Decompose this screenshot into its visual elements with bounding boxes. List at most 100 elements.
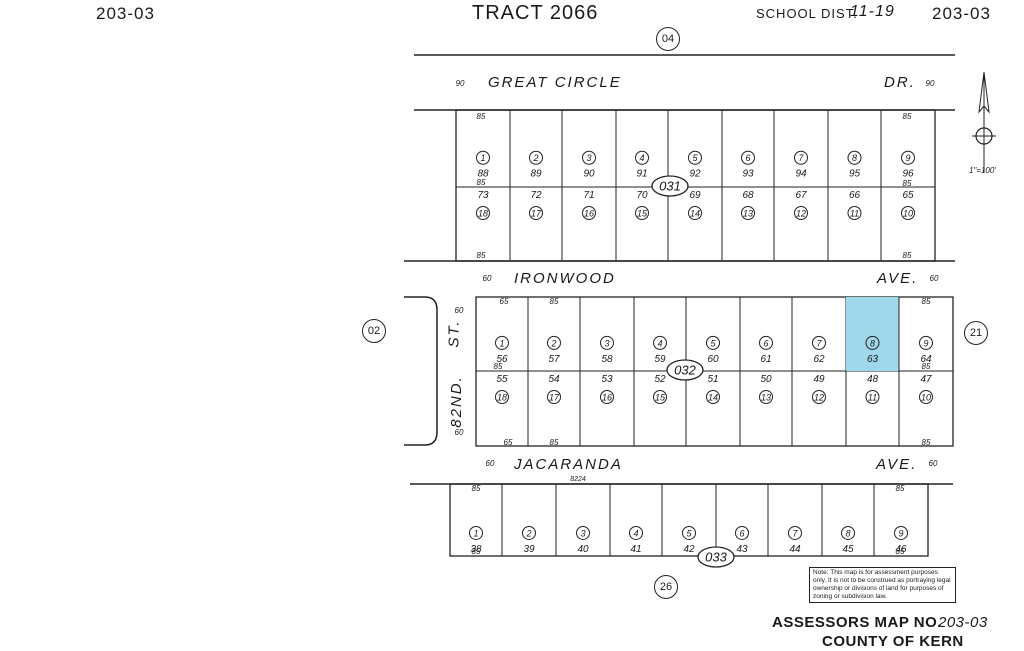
dim-85: 85 xyxy=(922,438,931,447)
apn-031-94: 94 xyxy=(795,169,807,180)
lot-031-10-circle xyxy=(901,206,915,220)
apn-033-45: 45 xyxy=(842,544,854,555)
lot-031-13-circle xyxy=(741,206,755,220)
apn-033-42: 42 xyxy=(683,544,695,555)
address-8224: 8224 xyxy=(570,476,586,483)
lot-031-16-circle xyxy=(582,206,596,220)
ref-map-bottom[interactable]: 26 xyxy=(654,575,678,599)
lot-032-1-circle xyxy=(495,335,509,350)
lot-033-4-circle xyxy=(629,525,643,540)
dim-85: 85 xyxy=(494,362,503,371)
lot-032-17-circle xyxy=(547,390,561,404)
apn-033-39: 39 xyxy=(523,544,535,555)
lot-031-8-number: 8 xyxy=(852,153,857,163)
apn-031-65: 65 xyxy=(902,190,914,201)
apn-033-40: 40 xyxy=(577,544,589,555)
lot-031-1-circle xyxy=(476,150,490,165)
apn-031-96: 96 xyxy=(902,169,914,180)
apn-032-53: 53 xyxy=(601,374,613,385)
lot-032-2-circle xyxy=(547,335,561,350)
lot-032-8-number: 8 xyxy=(870,338,875,348)
map-number-right: 203-03 xyxy=(932,4,991,23)
lot-031-9-circle xyxy=(901,150,915,165)
apn-032-62: 62 xyxy=(813,354,825,365)
lot-032-13-number: 13 xyxy=(761,393,771,403)
lot-033-1-circle xyxy=(469,525,483,540)
dim-65: 65 xyxy=(500,297,509,306)
dim-85: 85 xyxy=(472,547,481,556)
street-jacaranda: JACARANDA xyxy=(514,456,623,473)
apn-031-66: 66 xyxy=(849,190,861,201)
lot-033-7-number: 7 xyxy=(792,528,798,538)
lot-032-6-circle xyxy=(759,335,773,350)
lot-031-11-circle xyxy=(847,206,862,220)
apn-033-38: 38 xyxy=(470,544,482,555)
assessors-map-number: 203-03 xyxy=(938,614,988,631)
lot-032-10-number: 10 xyxy=(921,393,931,403)
lot-031-7-number: 7 xyxy=(798,153,804,163)
lot-032-15-circle xyxy=(653,390,667,404)
lot-031-18-circle xyxy=(476,206,490,220)
lot-033-1-number: 1 xyxy=(473,528,478,538)
apn-031-91: 91 xyxy=(636,169,647,180)
dim-60: 60 xyxy=(929,459,938,468)
82nd-st-west-curb xyxy=(404,296,438,446)
lot-033-4-number: 4 xyxy=(633,528,638,538)
school-district-value: 11-19 xyxy=(850,3,895,20)
lot-031-14-circle xyxy=(688,206,702,220)
lot-031-2-number: 2 xyxy=(532,153,538,163)
dim-60: 60 xyxy=(486,459,495,468)
apn-032-58: 58 xyxy=(601,354,613,365)
dim-85: 85 xyxy=(550,297,559,306)
lot-031-4-circle xyxy=(635,150,649,165)
lot-031-6-number: 6 xyxy=(745,153,750,163)
apn-032-64: 64 xyxy=(920,354,932,365)
lot-031-12-circle xyxy=(794,206,808,220)
apn-032-61: 61 xyxy=(760,354,771,365)
lot-033-8-number: 8 xyxy=(845,528,850,538)
lot-032-5-number: 5 xyxy=(710,338,716,348)
apn-032-59: 59 xyxy=(654,354,666,365)
apn-032-47: 47 xyxy=(920,374,932,385)
apn-031-88: 88 xyxy=(477,169,489,180)
lot-031-17-number: 17 xyxy=(531,209,542,219)
lot-032-9-circle xyxy=(919,335,933,350)
lot-032-14-number: 14 xyxy=(708,393,718,403)
lot-032-15-number: 15 xyxy=(655,393,666,403)
apn-031-68: 68 xyxy=(742,190,754,201)
dim-90: 90 xyxy=(926,79,935,88)
lot-032-16-circle xyxy=(600,390,614,404)
dim-85: 85 xyxy=(477,178,486,187)
lot-031-6-circle xyxy=(741,150,755,165)
ref-map-right[interactable]: 21 xyxy=(964,321,988,345)
lot-032-7-circle xyxy=(812,335,826,350)
lot-032-4-number: 4 xyxy=(657,338,662,348)
lot-033-2-number: 2 xyxy=(525,528,531,538)
apn-031-70: 70 xyxy=(636,190,648,201)
lot-033-3-number: 3 xyxy=(580,528,585,538)
apn-033-41: 41 xyxy=(630,544,641,555)
tract-title: TRACT 2066 xyxy=(472,2,599,24)
lot-031-3-number: 3 xyxy=(586,153,591,163)
school-district-label: SCHOOL DIST. xyxy=(756,6,858,21)
block-031: 1882893904915926937948959967318721771167… xyxy=(455,79,936,262)
dim-85: 85 xyxy=(896,484,905,493)
highlighted-parcel[interactable] xyxy=(846,297,899,371)
street-ironwood-suffix: AVE. xyxy=(877,270,919,287)
lot-031-3-circle xyxy=(582,150,596,165)
apn-032-55: 55 xyxy=(496,374,508,385)
dim-85: 85 xyxy=(922,297,931,306)
lot-032-9-number: 9 xyxy=(923,338,928,348)
street-82nd: 82ND. xyxy=(447,375,465,428)
lot-031-15-circle xyxy=(635,206,649,220)
lot-032-2-number: 2 xyxy=(550,338,556,348)
dim-85: 85 xyxy=(477,112,486,121)
lot-031-11-number: 11 xyxy=(850,209,859,219)
book-number-032: 032 xyxy=(674,363,696,378)
ref-map-left[interactable]: 02 xyxy=(362,319,386,343)
lot-031-2-circle xyxy=(529,150,543,165)
lot-031-5-circle xyxy=(688,150,702,165)
ref-map-top[interactable]: 04 xyxy=(656,27,680,51)
dim-60: 60 xyxy=(483,274,492,283)
